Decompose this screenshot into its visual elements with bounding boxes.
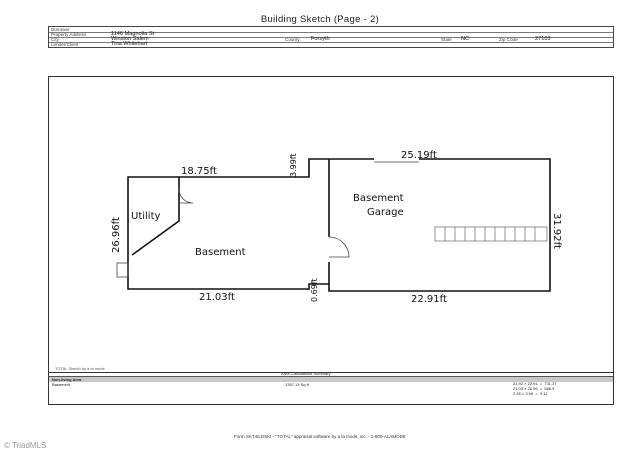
area-summary: Area Calculations Summary Non-living Are… [48, 371, 614, 405]
form-footer: Form SKT.BLDSKI - "TOTAL" appraisal soft… [234, 434, 406, 439]
dim-bottom-left: 21.03ft [199, 292, 235, 303]
zip-value: 27103 [535, 36, 551, 42]
dim-top-right: 25.19ft [401, 150, 437, 161]
basement-area-total: 1357.13 Sq ft [285, 382, 309, 387]
sketch-credit: TOTAL Sketch by a la mode [55, 366, 105, 371]
calc-line-1: 31.92 × 22.91 = 731.37 [513, 381, 557, 386]
room-label-basement: Basement [195, 247, 246, 258]
state-value: NC [461, 36, 470, 42]
address-row: Property Address 1146 Magnolia St [49, 31, 613, 38]
lender-value: Tina Whitehart [111, 41, 148, 47]
county-value: Forsyth [311, 36, 330, 42]
floor-plan: Utility Basement Basement Garage 18.75ft… [111, 150, 562, 305]
dim-step-upper: 3.99ft [289, 153, 298, 177]
stairs [434, 226, 548, 242]
borrower-row: Borrower [49, 27, 613, 33]
dim-top-left: 18.75ft [181, 166, 217, 177]
dim-right-side: 31.92ft [551, 213, 562, 249]
room-label-utility: Utility [131, 211, 160, 222]
non-living-bar: Non-living Area [49, 377, 613, 382]
zip-label: Zip Code [499, 37, 518, 42]
property-info-box: Borrower Property Address 1146 Magnolia … [48, 26, 614, 48]
lender-label: Lender/Client [51, 42, 79, 47]
borrower-label: Borrower [51, 27, 70, 32]
page-title: Building Sketch (Page - 2) [260, 14, 380, 25]
sketch-area: Utility Basement Basement Garage 18.75ft… [48, 76, 614, 373]
building-outline [127, 158, 551, 292]
dim-bottom-right: 22.91ft [411, 294, 447, 305]
basement-window [116, 262, 129, 278]
non-living-label: Non-living Area [52, 377, 82, 382]
door-swing-utility [178, 188, 194, 204]
mls-watermark: © TriadMLS [4, 441, 47, 450]
basement-area-label: Basement [52, 382, 71, 387]
address-label: Property Address [51, 32, 87, 37]
dim-left-side: 26.96ft [111, 217, 122, 253]
address-value: 1146 Magnolia St [111, 31, 155, 37]
door-swing-garage [328, 236, 350, 258]
calc-line-2: 21.03 × 26.96 = 566.9 [513, 386, 555, 391]
county-label: County [285, 37, 300, 42]
calc-line-3: 2.28 × 3.99 = 9.11 [513, 391, 548, 396]
room-label-garage-2: Garage [367, 207, 404, 218]
summary-heading: Area Calculations Summary [281, 371, 331, 376]
city-label: City [51, 37, 59, 42]
room-label-garage-1: Basement [353, 193, 404, 204]
city-value: Winston Salem [111, 36, 149, 42]
state-label: State [441, 37, 452, 42]
lender-row: Lender/Client Tina Whitehart [49, 41, 613, 47]
dim-step-lower: 0.69ft [310, 278, 319, 302]
summary-heading-row: Area Calculations Summary [49, 371, 613, 377]
city-row: City Winston Salem County Forsyth State … [49, 36, 613, 43]
